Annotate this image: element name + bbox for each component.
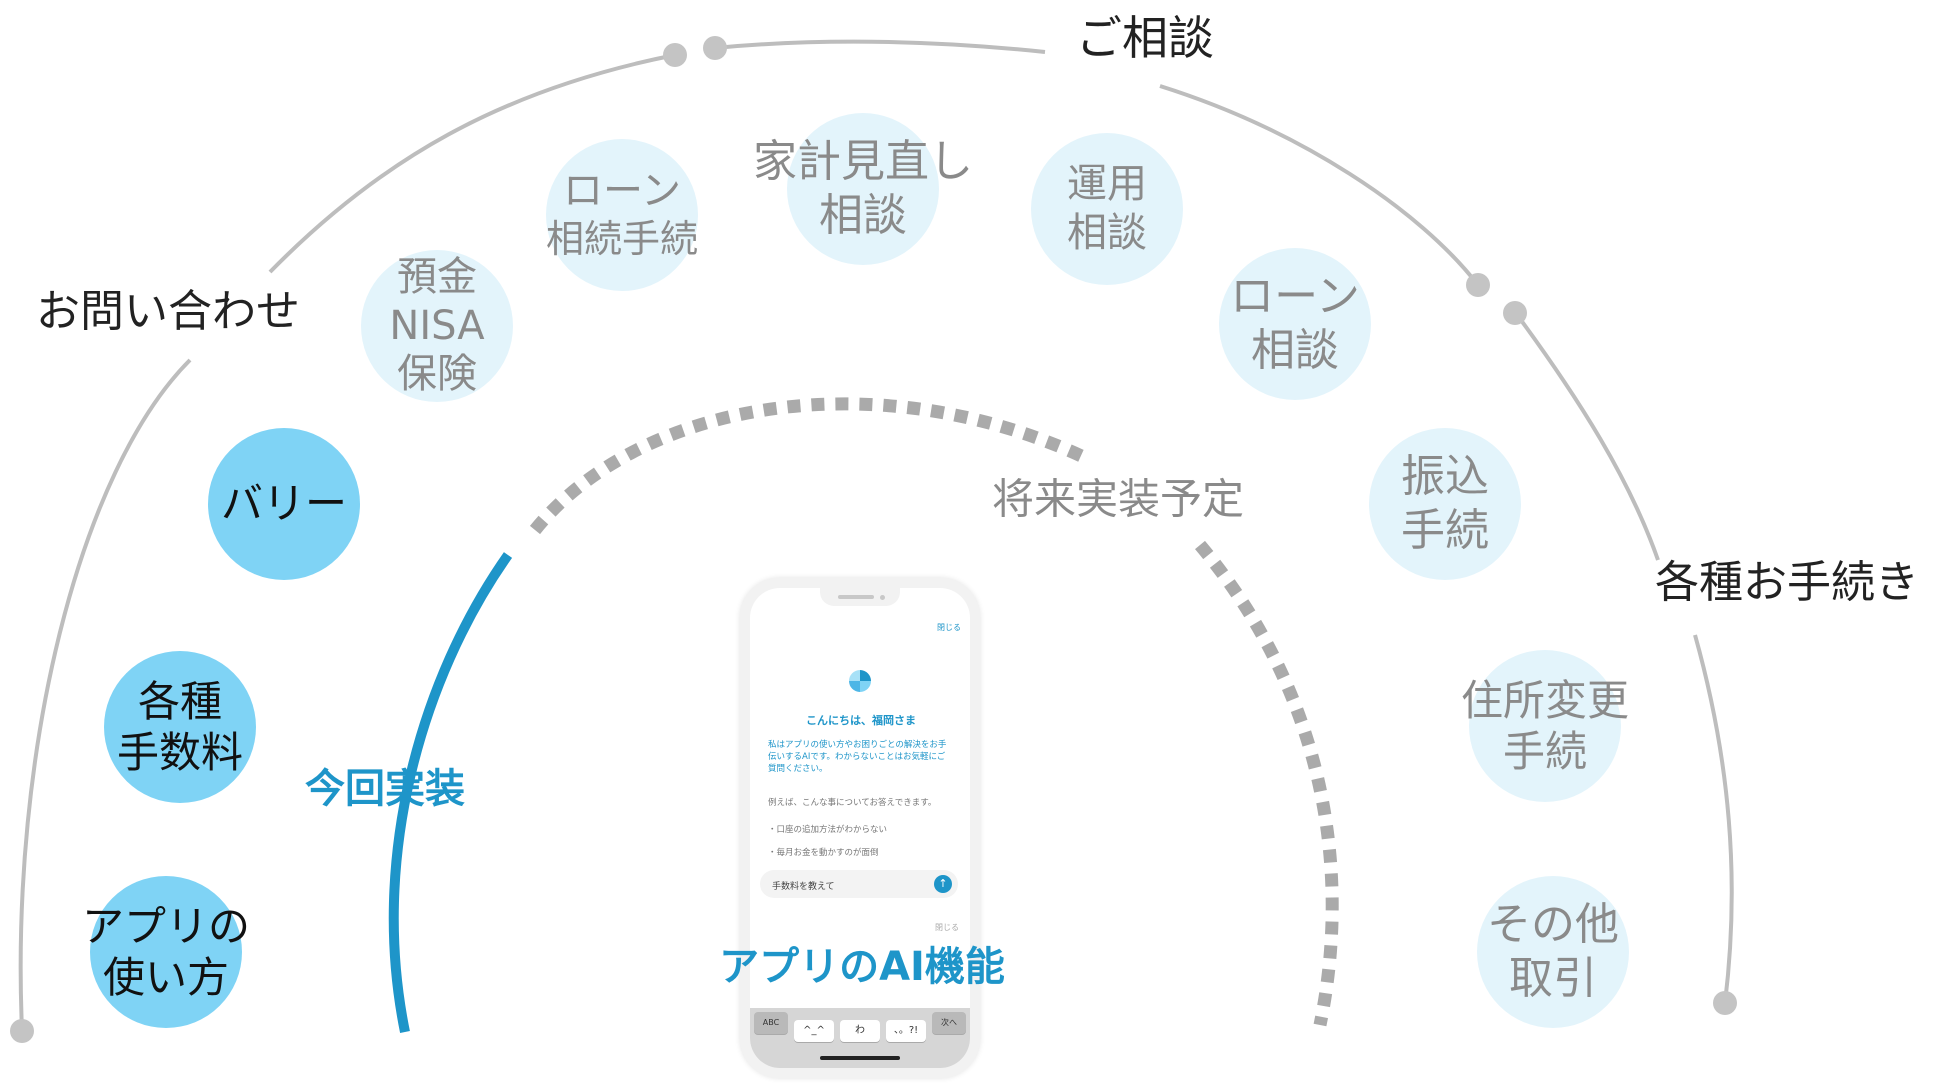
bubble-address-change: 住所変更 手続 xyxy=(1461,650,1629,802)
bubble-line: 手数料 xyxy=(116,728,243,777)
bubble-line: 相談 xyxy=(1067,210,1147,256)
bubble-line: ローン xyxy=(1230,271,1360,323)
bubble-loan-consult: ローン 相談 xyxy=(1219,248,1371,400)
greeting-text: こんにちは、福岡さま xyxy=(806,714,916,727)
phone-mockup: 閉じる こんにちは、福岡さま 私はアプリの使い方やお困りごとの解決をお手伝いする… xyxy=(740,578,980,1078)
arc-dot xyxy=(703,36,727,60)
outer-arc-procedures-lower xyxy=(1693,634,1734,1004)
key-punctuation[interactable]: 、。?! xyxy=(886,1020,926,1042)
bubble-line: 運用 xyxy=(1067,161,1147,208)
bubble-line: 取引 xyxy=(1509,953,1597,1004)
bubble-line: バリー xyxy=(220,479,347,529)
category-inquiry: お問い合わせ xyxy=(36,286,300,337)
bubble-deposit-nisa-insurance: 預金 NISA 保険 xyxy=(361,250,513,402)
bubble-barry: バリー xyxy=(208,428,360,580)
bubble-line: NISA xyxy=(389,302,485,349)
bubble-line: 相談 xyxy=(1251,325,1339,376)
bubble-app-usage: アプリの 使い方 xyxy=(82,876,250,1028)
label-implemented-now: 今回実装 xyxy=(305,766,465,812)
bubble-line: 相談 xyxy=(819,190,907,241)
key-next[interactable]: 次へ xyxy=(932,1012,966,1034)
label-ai-feature: アプリのAI機能 xyxy=(719,944,1005,990)
screen-fade xyxy=(750,918,970,1008)
bubble-line: 各種 xyxy=(137,676,222,726)
bubble-household-review: 家計見直し 相談 xyxy=(753,113,973,265)
bubble-line: 保険 xyxy=(397,351,477,398)
phone-camera xyxy=(880,595,885,600)
outer-arc-consult xyxy=(714,39,1046,54)
bubble-line: アプリの xyxy=(82,901,251,951)
home-indicator xyxy=(820,1056,900,1060)
bubble-line: ローン xyxy=(563,168,681,215)
outer-arc-procedures xyxy=(1513,310,1660,561)
outer-arc-inquiry-upper xyxy=(268,53,676,274)
bubble-line: その他 xyxy=(1487,899,1619,951)
phone-screen: 閉じる こんにちは、福岡さま 私はアプリの使い方やお困りごとの解決をお手伝いする… xyxy=(750,588,970,1068)
bubble-line: 住所変更 xyxy=(1461,675,1630,725)
outer-arc-inquiry xyxy=(18,358,192,1031)
chat-input[interactable] xyxy=(760,870,958,898)
bubble-investment-consult: 運用 相談 xyxy=(1031,133,1183,285)
keyboard: ABC ^_^ わ 、。?! 次へ xyxy=(750,1008,970,1068)
close-link-bottom[interactable]: 閉じる xyxy=(935,923,959,932)
key-abc[interactable]: ABC xyxy=(754,1012,788,1034)
bubble-line: 手続 xyxy=(1401,505,1489,556)
send-arrow-icon[interactable]: ↑ xyxy=(934,875,952,893)
phone-speaker xyxy=(838,595,874,599)
bubble-line: 使い方 xyxy=(102,953,229,1002)
bubble-transfer: 振込 手続 xyxy=(1369,428,1521,580)
bubble-loan-inheritance: ローン 相続手続 xyxy=(546,139,698,291)
key-emoji[interactable]: ^_^ xyxy=(794,1020,834,1042)
bubble-line: 振込 xyxy=(1401,451,1489,503)
implemented-arc xyxy=(388,552,513,1033)
outer-arc-consult-right xyxy=(1159,84,1480,287)
example-item[interactable]: ・毎月お金を動かすのが面倒 xyxy=(768,848,879,858)
close-link-top[interactable]: 閉じる xyxy=(937,623,961,632)
bubble-other-transactions: その他 取引 xyxy=(1477,876,1629,1028)
category-consult: ご相談 xyxy=(1076,11,1214,65)
category-procedures: 各種お手続き xyxy=(1655,557,1919,608)
arc-dot xyxy=(1713,991,1737,1015)
arc-dot xyxy=(1503,301,1527,325)
bubble-line: 家計見直し xyxy=(753,136,973,188)
bubble-line: 相続手続 xyxy=(546,217,699,262)
bubble-line: 預金 xyxy=(397,253,477,300)
examples-heading: 例えば、こんな事についてお答えできます。 xyxy=(768,798,937,808)
example-item[interactable]: ・口座の追加方法がわからない xyxy=(768,825,888,835)
chat-input-text: 手数料を教えて xyxy=(772,882,835,892)
arc-dot xyxy=(663,43,687,67)
key-wa[interactable]: わ xyxy=(840,1020,880,1042)
future-arc-right xyxy=(1195,540,1339,1027)
bubble-line: 手続 xyxy=(1502,727,1587,776)
arc-dot xyxy=(1466,273,1490,297)
ai-logo-icon xyxy=(849,670,871,692)
label-future: 将来実装予定 xyxy=(991,474,1245,524)
bubble-fees: 各種 手数料 xyxy=(104,651,256,803)
future-arc-left xyxy=(529,397,1093,535)
arc-dot xyxy=(10,1019,34,1043)
intro-text: 私はアプリの使い方やお困りごとの解決をお手伝いするAIです。わからないことはお気… xyxy=(768,740,947,774)
